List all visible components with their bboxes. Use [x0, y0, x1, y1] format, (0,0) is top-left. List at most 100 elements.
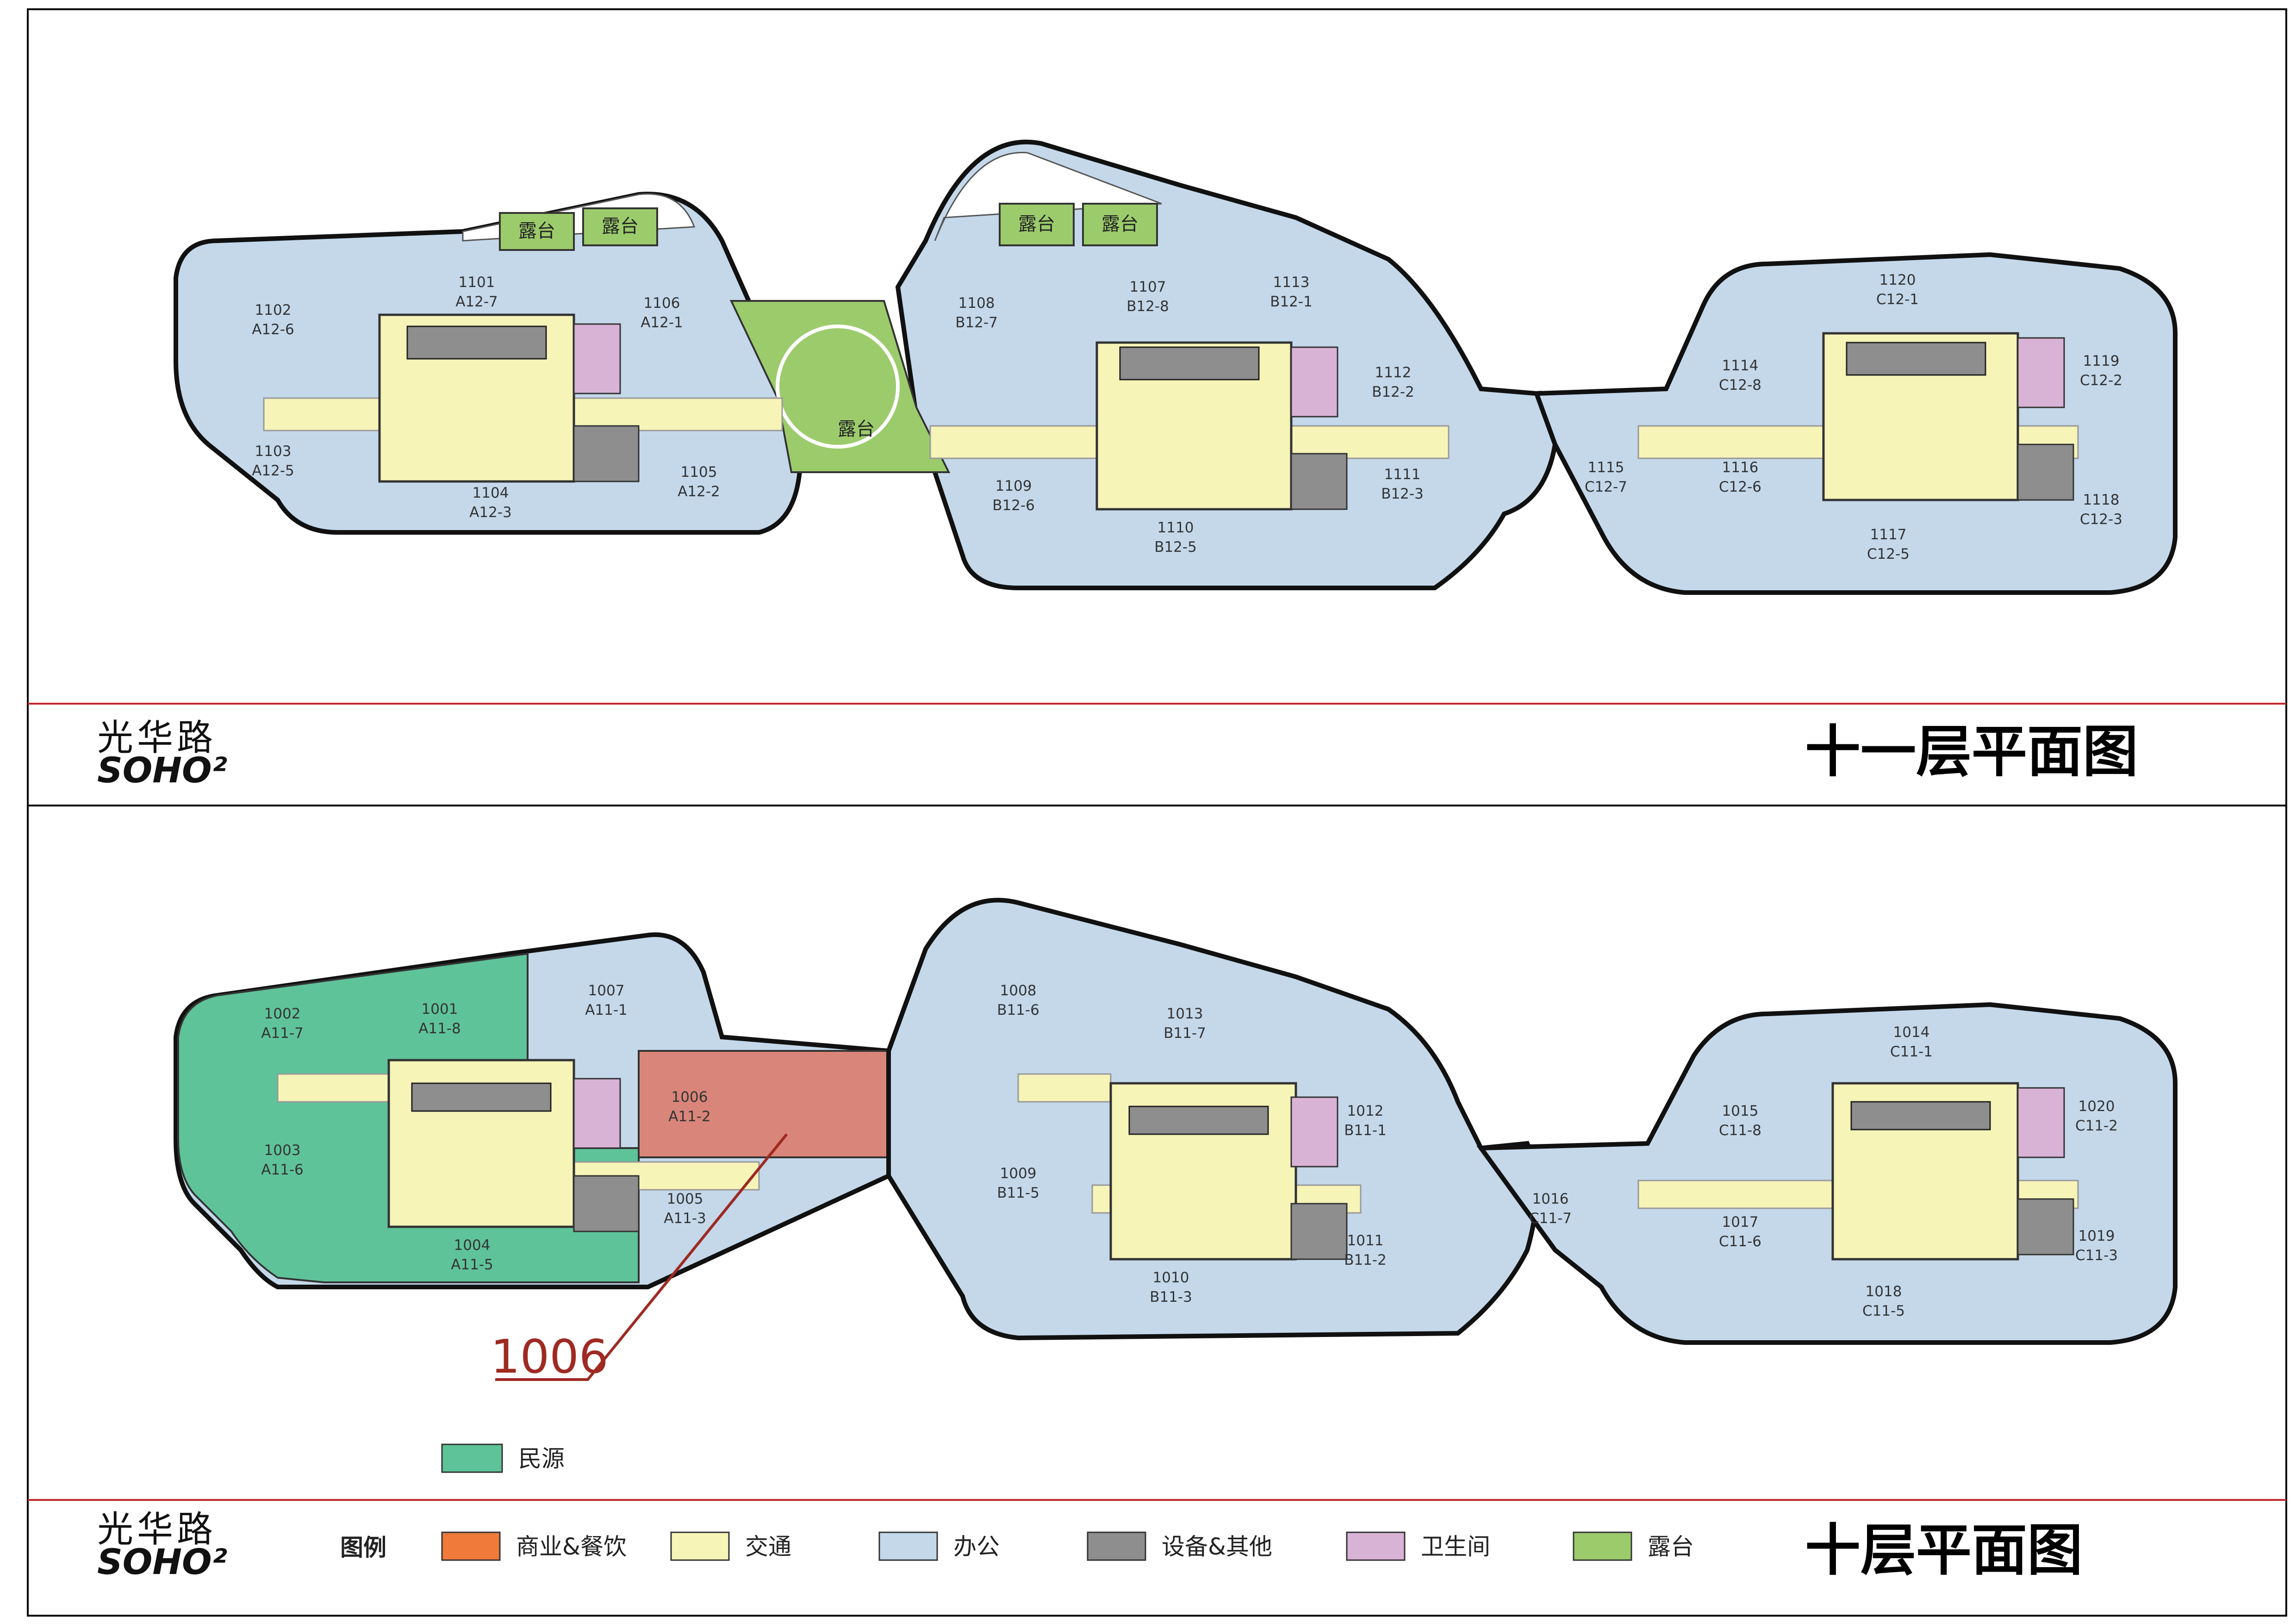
terrace-small-4 [1082, 203, 1158, 246]
f11-unit-number: 1112 [1375, 364, 1412, 381]
callout-leader-line [495, 1133, 788, 1381]
f10-unit-number: 1007 [588, 982, 625, 999]
f11-unit-number: 1113 [1273, 274, 1310, 291]
f10-unit-number: 1014 [1893, 1024, 1930, 1041]
logo-en-top: SOHO² [97, 750, 227, 791]
elevators-b-11 [1119, 346, 1260, 381]
f10-unit-code: C11-5 [1862, 1303, 1905, 1319]
equipment-b-11 [1290, 453, 1348, 510]
f11-unit-code: B12-8 [1126, 298, 1169, 315]
logo-bottom: 光华路 SOHO² [97, 1509, 227, 1582]
f11-unit-code: A12-6 [252, 321, 294, 338]
logo-cn-bottom: 光华路 [97, 1509, 217, 1550]
f10-unit-code: B11-2 [1344, 1252, 1387, 1268]
floor-11-title: 十一层平面图 [1805, 720, 2138, 784]
terrace-label: 露台 [1101, 213, 1139, 235]
f11-unit-code: C12-5 [1867, 546, 1910, 562]
f11-unit-number: 1103 [255, 443, 292, 460]
f10-unit-number: 1004 [454, 1237, 491, 1254]
terrace-small-2 [582, 207, 658, 246]
f11-unit-number: 1101 [459, 274, 495, 291]
terrace-label: 露台 [1018, 213, 1055, 235]
f10-unit-code: A11-7 [261, 1025, 304, 1042]
f11-unit-code: C12-1 [1876, 291, 1919, 308]
legend-label: 交通 [745, 1533, 791, 1560]
logo-top: 光华路 SOHO² [97, 717, 227, 791]
glass-roof-b [934, 152, 1162, 241]
f10-unit-code: C11-2 [2075, 1118, 2118, 1134]
f11-unit-number: 1106 [644, 295, 680, 312]
f10-unit-number: 1012 [1347, 1103, 1384, 1119]
f11-unit-code: A12-2 [678, 483, 720, 500]
building-c-outline-10 [1476, 1002, 2178, 1345]
f10-unit-code: B11-6 [997, 1002, 1039, 1018]
f10-unit-code: A11-6 [261, 1162, 304, 1178]
f11-unit-number: 1111 [1384, 466, 1421, 483]
f11-unit-code: B12-5 [1154, 539, 1197, 556]
legend-label: 办公 [953, 1533, 1000, 1560]
equipment-c-11 [2017, 443, 2074, 501]
legend-swatch [670, 1531, 730, 1561]
legend-label: 露台 [1648, 1533, 1694, 1560]
f11-unit-code: A12-5 [252, 462, 294, 479]
f11-unit-code: C12-8 [1719, 377, 1761, 394]
f10-unit-number: 1017 [1722, 1214, 1759, 1230]
f11-unit-number: 1109 [996, 478, 1032, 494]
floor-10-plan: 1001A11-81002A11-71003A11-61004A11-51005… [174, 898, 2178, 1384]
terrace-label: 露台 [602, 216, 639, 237]
equipment-a-10 [573, 1175, 640, 1232]
f11-unit-number: 1110 [1157, 519, 1194, 536]
f10-unit-number: 1019 [2078, 1228, 2115, 1244]
f11-unit-number: 1119 [2083, 353, 2120, 369]
f11-unit-number: 1105 [681, 464, 717, 481]
elevators-b-10 [1128, 1106, 1269, 1135]
f11-unit-code: C12-6 [1719, 479, 1761, 495]
f11-unit-code: A12-7 [455, 294, 498, 310]
f11-unit-code: B12-7 [955, 314, 998, 331]
f10-unit-code: A11-8 [418, 1020, 461, 1037]
legend-label-minyuan: 民源 [518, 1445, 565, 1472]
f11-unit-code: C12-3 [2080, 511, 2122, 528]
f10-unit-code: B11-3 [1150, 1289, 1192, 1305]
f10-unit-number: 1020 [2078, 1098, 2115, 1115]
equipment-c-10 [2017, 1198, 2074, 1255]
f11-unit-number: 1107 [1130, 279, 1166, 295]
terrace-label: 露台 [518, 220, 555, 242]
floor-11-unit-labels: 1101A12-71102A12-61103A12-51104A12-31105… [252, 272, 2122, 562]
f10-unit-number: 1013 [1167, 1006, 1203, 1022]
f11-unit-number: 1108 [958, 295, 995, 312]
elevators-c-11 [1846, 342, 1986, 376]
legend-swatch [1087, 1531, 1146, 1561]
f11-unit-number: 1117 [1870, 526, 1907, 543]
f10-unit-number: 1005 [667, 1191, 703, 1207]
legend-items: 商业&餐饮交通办公设备&其他卫生间露台 [441, 1531, 1694, 1561]
equipment-b-10 [1290, 1203, 1348, 1260]
f10-unit-code: C11-8 [1719, 1122, 1761, 1139]
floor-10-title: 十层平面图 [1805, 1518, 2083, 1583]
f11-unit-code: C12-2 [2080, 372, 2122, 389]
f11-unit-number: 1115 [1588, 459, 1624, 476]
legend-swatch [1573, 1531, 1632, 1561]
f11-unit-code: B12-1 [1270, 294, 1313, 310]
f10-unit-code: A11-2 [668, 1108, 711, 1125]
f11-unit-code: A12-3 [469, 504, 512, 521]
restroom-a-11 [573, 323, 621, 394]
restroom-b-10 [1290, 1096, 1338, 1168]
f10-unit-code: C11-3 [2075, 1247, 2118, 1264]
elevators-c-10 [1850, 1101, 1991, 1131]
f10-unit-number: 1009 [1000, 1165, 1037, 1182]
floor-10-unit-labels: 1001A11-81002A11-71003A11-61004A11-51005… [261, 982, 2118, 1319]
f11-unit-code: A12-1 [641, 314, 683, 331]
elevators-a-10 [411, 1082, 552, 1112]
f10-unit-number: 1016 [1532, 1191, 1569, 1207]
f11-unit-number: 1118 [2083, 492, 2120, 508]
f11-unit-code: C12-7 [1585, 479, 1627, 495]
f10-unit-number: 1001 [422, 1001, 458, 1018]
f10-unit-number: 1011 [1347, 1232, 1384, 1249]
legend-title: 图例 [340, 1534, 386, 1561]
logo-cn-top: 光华路 [97, 717, 217, 759]
f10-unit-number: 1010 [1153, 1269, 1189, 1286]
legend-label: 卫生间 [1421, 1533, 1490, 1560]
f10-unit-code: C11-6 [1719, 1233, 1761, 1250]
